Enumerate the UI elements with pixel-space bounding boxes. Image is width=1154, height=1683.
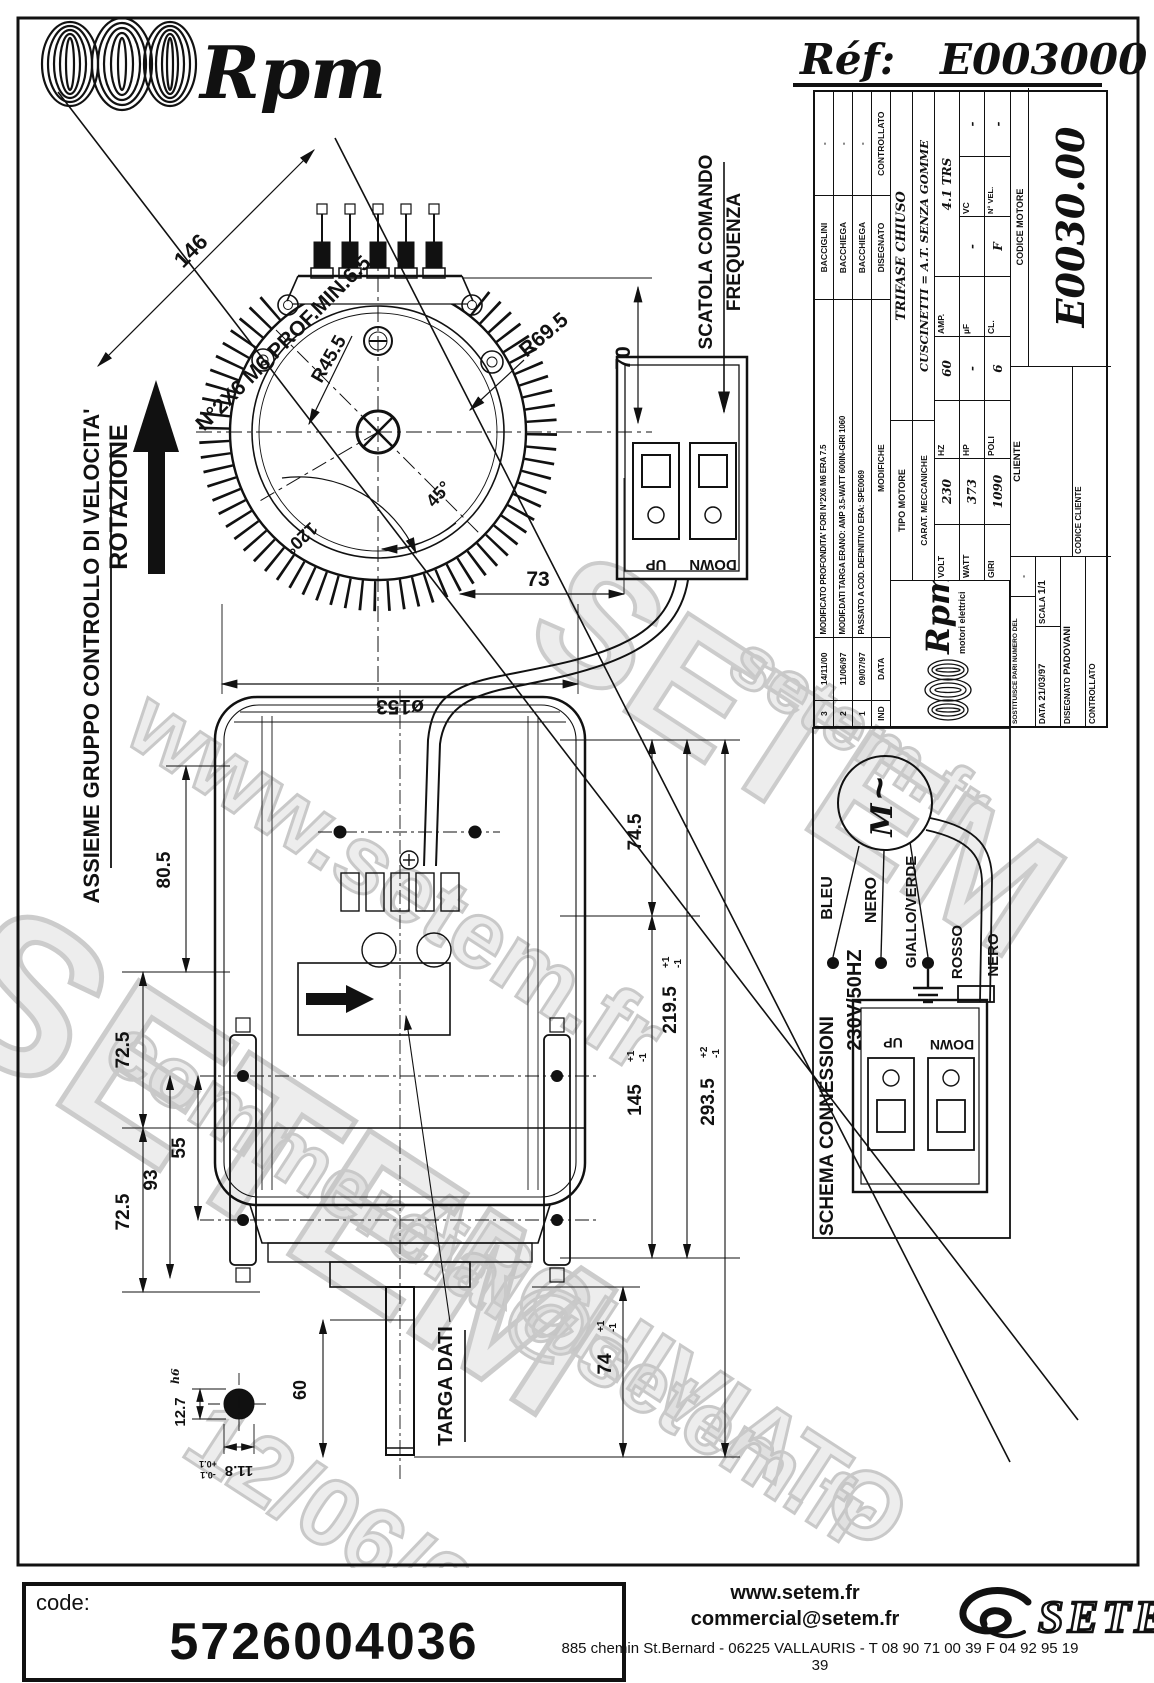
terminal-block — [340, 850, 460, 968]
dim-60: 60 — [290, 1380, 310, 1400]
direction-arrow-icon — [306, 985, 374, 1013]
angle-120: 120° — [281, 518, 322, 558]
dim-r695: R69.5 — [515, 308, 573, 362]
wire-rosso-label: ROSSO — [949, 925, 966, 980]
supply-label: 230V/50HZ — [844, 949, 866, 1050]
svg-text:+2: +2 — [699, 1046, 710, 1058]
nameplate — [297, 962, 451, 1036]
revision-header-row: IND DATA MODIFICHE DISEGNATO CONTROLLATO — [872, 92, 891, 726]
dim-74: 74 — [595, 1353, 616, 1375]
wire-nero2-label: NERO — [985, 933, 1002, 977]
svg-text:-0.1: -0.1 — [200, 1470, 216, 1480]
wire-bleu-label: BLEU — [819, 876, 836, 920]
svg-text:+1: +1 — [661, 956, 672, 968]
frequency-control-box — [615, 355, 749, 581]
svg-text:+1: +1 — [596, 1320, 607, 1332]
svg-text:-1: -1 — [638, 1053, 649, 1062]
wire-nero-label: NERO — [863, 877, 880, 923]
svg-text:-1: -1 — [608, 1323, 619, 1332]
motor-symbol-tilde: ~ — [859, 777, 901, 799]
cancel-stroke-2 — [334, 137, 1011, 1463]
shaft — [385, 1286, 415, 1456]
dim-118: 11.8 — [225, 1462, 253, 1479]
revision-row: 1 09/07/97 PASSATO A COD. DEFINITIVO ERA… — [853, 92, 872, 726]
motor-symbol — [837, 755, 933, 851]
dim-725b: 72.5 — [113, 1193, 134, 1230]
assembly-label: ASSIEME GRUPPO CONTROLLO DI VELOCITA' — [79, 409, 104, 904]
svg-text:+0.1: +0.1 — [199, 1459, 217, 1469]
rotation-arrow-icon — [133, 380, 179, 574]
dim-745: 74.5 — [625, 813, 646, 850]
rotation-label: ROTAZIONE — [105, 424, 133, 569]
schema-title: SCHEMA CONNESSIONI — [817, 1016, 838, 1236]
scatola-label-2: FREQUENZA — [724, 193, 745, 312]
dim-805: 80.5 — [154, 851, 175, 888]
code-box: code: 5726004036 — [22, 1582, 626, 1682]
dim-725a: 72.5 — [113, 1031, 134, 1068]
remote-up-button — [867, 1057, 915, 1151]
dim-73: 73 — [526, 568, 549, 591]
dim-145: 145 — [625, 1084, 646, 1116]
targa-dati-label: TARGA DATI — [435, 1326, 457, 1446]
rpm-logo-icon — [40, 16, 198, 112]
scatola-label-1: SCATOLA COMANDO — [696, 155, 717, 350]
dim-93: 93 — [141, 1169, 162, 1190]
code-value: 5726004036 — [169, 1613, 479, 1671]
dim-2195: 219.5 — [660, 986, 681, 1034]
dim-r455: R45.5 — [307, 332, 351, 387]
footer-address: 885 chemin St.Bernard - 06225 VALLAURIS … — [561, 1640, 1079, 1674]
up-button — [632, 442, 680, 540]
ref-value: E003000 — [939, 35, 1147, 84]
mounting-feet — [229, 1017, 571, 1283]
dim-55: 55 — [169, 1137, 190, 1159]
dim-127: 12.7 — [172, 1397, 189, 1426]
revision-row: 3 14/11/00 MODIFICATO PROFONDITA' FORI N… — [815, 92, 834, 726]
angle-45: 45° — [422, 477, 455, 511]
box1-up-label: UP — [646, 556, 667, 573]
svg-text:-1: -1 — [711, 1049, 722, 1058]
setem-logo-swirl-icon — [959, 1587, 1032, 1639]
footer-web: www.setem.fr — [730, 1582, 860, 1604]
brand-text: Rpm — [198, 30, 386, 115]
wire-gv-label: GIALLO/VERDE — [903, 856, 920, 969]
cancel-stroke-1 — [57, 91, 1079, 1421]
footer-bar: code: 5726004036 www.setem.fr commercial… — [0, 1568, 1154, 1683]
sheet-border — [16, 16, 1140, 1567]
titleblock-rpm-logo: Rpm motori elettrici — [891, 580, 1010, 726]
dim-127-fit: h6 — [169, 1368, 182, 1384]
remote-control-box — [851, 985, 995, 1194]
remote-down-label: DOWN — [930, 1037, 974, 1053]
remote-up-label: UP — [883, 1035, 902, 1051]
svg-text:+1: +1 — [626, 1050, 637, 1062]
motor-code: E0030.00 — [1047, 126, 1093, 328]
dim-2935: 293.5 — [698, 1078, 719, 1126]
ground-icon — [913, 969, 943, 1004]
box1-down-label: DOWN — [689, 556, 737, 573]
ref-label: Réf: — [799, 35, 895, 84]
svg-text:-1: -1 — [673, 959, 684, 968]
code-label: code: — [36, 1590, 90, 1615]
footer-setem-logo: SETEM — [1037, 1590, 1154, 1644]
terminal-pins — [310, 203, 446, 279]
footer-email: commercial@setem.fr — [690, 1608, 900, 1630]
schema-box — [812, 727, 1011, 1239]
remote-down-button — [927, 1057, 975, 1151]
down-button — [689, 442, 737, 540]
revision-row: 2 11/06/97 MODIF.DATI TARGA ERANO: AMP 3… — [834, 92, 853, 726]
motor-symbol-m: M — [865, 803, 900, 838]
title-block: 3 14/11/00 MODIFICATO PROFONDITA' FORI N… — [813, 88, 1111, 728]
